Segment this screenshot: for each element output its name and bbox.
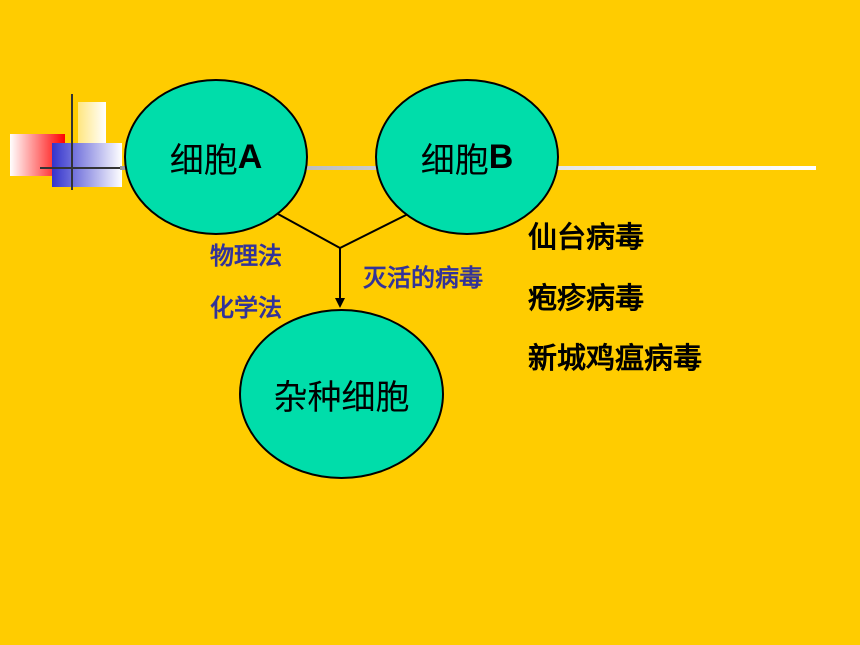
method-chemical: 化学法 bbox=[210, 294, 282, 322]
corner-decoration bbox=[10, 94, 130, 190]
cell-a-letter: A bbox=[237, 137, 263, 176]
connector-lines bbox=[277, 213, 409, 300]
virus-item: 疱疹病毒 bbox=[528, 281, 645, 315]
virus-item: 新城鸡瘟病毒 bbox=[528, 341, 703, 375]
cell-a-text: 细胞 bbox=[169, 140, 238, 181]
arrow-head bbox=[335, 298, 345, 308]
method-physical: 物理法 bbox=[210, 242, 282, 270]
method-virus: 灭活的病毒 bbox=[363, 264, 483, 292]
virus-item: 仙台病毒 bbox=[528, 220, 645, 254]
cell-b-letter: B bbox=[488, 137, 514, 176]
hybrid-cell-text: 杂种细胞 bbox=[273, 377, 410, 418]
hybrid-cell: 杂种细胞 bbox=[239, 309, 444, 479]
cell-b-text: 细胞 bbox=[420, 140, 489, 181]
